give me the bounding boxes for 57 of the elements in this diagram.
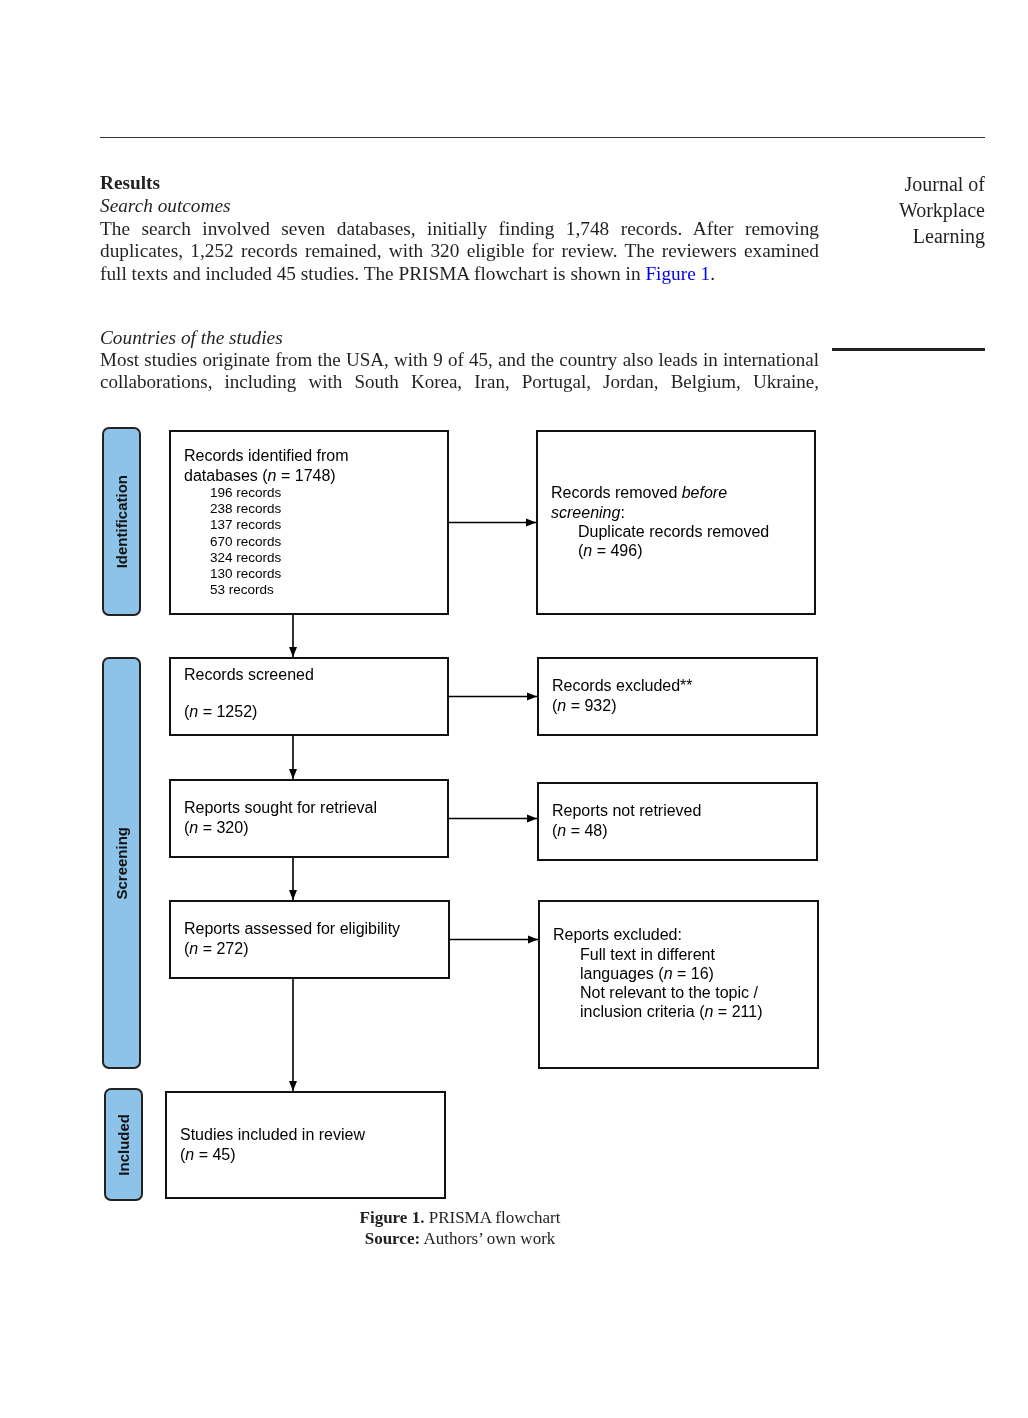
arrow	[449, 935, 539, 944]
arrow	[448, 692, 538, 701]
detail-label: Duplicate records removed (n = 496)	[578, 521, 771, 561]
detail-label: 196 records	[210, 484, 282, 502]
step-label: Records identified from databases (n = 1748)	[184, 446, 350, 485]
step-label: Reports not retrieved	[552, 801, 702, 821]
detail-label: 137 records	[210, 517, 282, 534]
detail-label: 53 records	[210, 582, 274, 599]
detail-label: (n = 932)	[552, 695, 617, 715]
body-paragraph: The search involved seven databases, initially finding 1,748 records. After removing duplicates, 1,252 records remained, with 320 eligible for review. The reviewers examined full texts and included 45 studies. The PRISMA flowchart is shown in Figure 1.	[100, 218, 819, 286]
phase-label: Included	[114, 1113, 133, 1176]
step-label: Studies included in review	[180, 1125, 365, 1145]
process-box	[169, 900, 450, 979]
phase-label: Screening	[112, 826, 131, 900]
detail-label: (n = 45)	[180, 1144, 236, 1164]
process-box	[536, 430, 816, 615]
detail-label: 670 records	[210, 533, 282, 550]
detail-label: 324 records	[210, 549, 282, 566]
process-box	[169, 779, 449, 858]
detail-label: 130 records	[210, 565, 282, 583]
phase-band	[104, 1088, 143, 1201]
arrow	[448, 518, 537, 527]
detail-label: (n = 48)	[552, 820, 608, 840]
section-heading: Results	[100, 172, 161, 195]
journal-title: Journal of Workplace Learning	[897, 172, 985, 249]
phase-band	[102, 427, 141, 616]
process-box	[169, 430, 449, 615]
arrow	[448, 814, 538, 823]
subsection-heading: Countries of the studies	[100, 327, 284, 350]
detail-label: (n = 272)	[184, 938, 249, 958]
detail-label: Full text in different languages (n = 16)	[580, 944, 716, 984]
detail-label: Not relevant to the topic / inclusion criteria (n = 211)	[580, 983, 764, 1022]
arrow	[289, 978, 297, 1092]
process-box	[537, 782, 818, 861]
subsection-heading: Search outcomes	[100, 195, 232, 218]
arrow	[289, 857, 297, 901]
phase-label: Identification	[112, 474, 131, 569]
process-box	[538, 900, 819, 1069]
detail-label: 238 records	[210, 501, 282, 518]
body-paragraph: Most studies originate from the USA, with 9 of 45, and the country also leads in international collaborations, including with South Korea, Iran, Portugal, Jordan, Belgium, Ukraine,	[100, 349, 819, 394]
arrow	[289, 735, 297, 780]
phase-band	[102, 657, 141, 1069]
step-label: Records excluded**	[552, 676, 693, 696]
step-label: Reports excluded:	[553, 925, 682, 945]
process-box	[165, 1091, 446, 1199]
arrow	[289, 614, 297, 658]
step-label: Records removed before screening:	[551, 483, 729, 522]
step-label: Reports sought for retrieval	[184, 798, 377, 818]
detail-label: (n = 320)	[184, 817, 249, 837]
process-box	[169, 657, 449, 736]
detail-label: (n = 1252)	[184, 702, 258, 722]
figure-link: Figure 1	[645, 262, 711, 284]
source-note: Source: Authors’ own work	[363, 1228, 557, 1249]
figure-caption: Figure 1. PRISMA flowchart	[358, 1207, 562, 1228]
step-label: Reports assessed for eligibility	[184, 919, 401, 939]
step-label: Records screened	[184, 665, 314, 685]
process-box	[537, 657, 818, 736]
